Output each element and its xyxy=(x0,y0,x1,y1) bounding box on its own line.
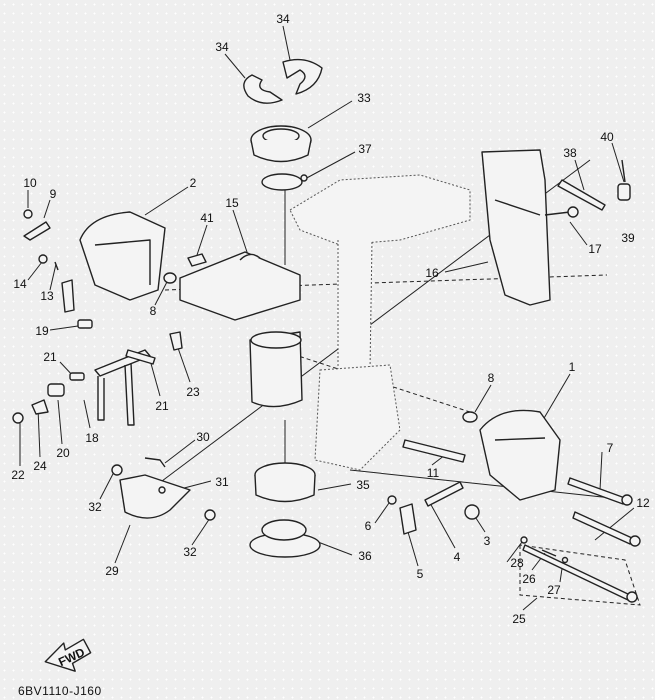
callout-8: 8 xyxy=(150,304,157,318)
leader-lines xyxy=(19,25,641,611)
callout-39: 39 xyxy=(621,231,635,245)
callout-34: 34 xyxy=(276,12,290,26)
callout-29: 29 xyxy=(105,564,119,578)
part-5-plate[interactable] xyxy=(399,503,417,535)
callout-40: 40 xyxy=(600,130,614,144)
part-32-nut-left[interactable] xyxy=(111,464,123,476)
part-35-lower-mount-rubber[interactable] xyxy=(254,462,316,503)
callout-26: 26 xyxy=(522,572,536,586)
callout-36: 36 xyxy=(358,549,372,563)
part-37-clamp-band[interactable] xyxy=(261,173,308,191)
part-8-washer-right[interactable] xyxy=(462,411,478,423)
callout-8: 8 xyxy=(488,371,495,385)
callout-10: 10 xyxy=(23,176,37,190)
callout-19: 19 xyxy=(35,324,49,338)
part-15-swivel-tube[interactable] xyxy=(179,251,301,321)
callout-13: 13 xyxy=(40,289,54,303)
callout-6: 6 xyxy=(365,519,372,533)
part-31-pin[interactable] xyxy=(158,486,166,494)
callout-22: 22 xyxy=(11,468,25,482)
part-9-bracket[interactable] xyxy=(23,221,51,241)
part-33-upper-mount-rubber[interactable] xyxy=(250,125,312,163)
part-32-bolt-right[interactable] xyxy=(204,509,216,521)
part-3-cap[interactable] xyxy=(464,504,480,520)
callout-16: 16 xyxy=(425,266,439,280)
part-12-bolt[interactable] xyxy=(572,511,641,547)
callout-labels: 34 34 33 37 10 9 2 15 41 14 13 8 19 21 2… xyxy=(11,12,650,626)
part-34-half-collar-right[interactable] xyxy=(282,58,323,95)
part-21-spring-left[interactable] xyxy=(69,372,85,381)
callout-24: 24 xyxy=(33,459,47,473)
part-40-pin[interactable] xyxy=(621,159,626,183)
part-20-holder[interactable] xyxy=(47,383,65,397)
part-23-clip[interactable] xyxy=(169,331,183,351)
part-27-pin[interactable] xyxy=(561,556,569,564)
part-8-washer-left[interactable] xyxy=(163,272,177,284)
fwd-arrow-icon: FWD xyxy=(44,638,92,672)
part-1-clamp-bracket[interactable] xyxy=(479,409,561,501)
callout-21: 21 xyxy=(43,350,57,364)
callout-15: 15 xyxy=(225,196,239,210)
part-25-tilt-rod[interactable] xyxy=(522,544,638,603)
part-2-swivel-bracket-upper[interactable] xyxy=(79,211,166,301)
callout-25: 25 xyxy=(512,612,526,626)
part-21-spring-right[interactable] xyxy=(125,349,156,365)
part-34-half-collar-left[interactable] xyxy=(243,74,283,104)
callout-37: 37 xyxy=(358,142,372,156)
part-14-nut[interactable] xyxy=(38,254,48,264)
callout-3: 3 xyxy=(484,534,491,548)
callout-30: 30 xyxy=(196,430,210,444)
part-13-pin[interactable] xyxy=(54,261,59,271)
callout-23: 23 xyxy=(186,385,200,399)
part-11-shaft[interactable] xyxy=(402,439,466,463)
callout-27: 27 xyxy=(547,583,561,597)
callout-33: 33 xyxy=(357,91,371,105)
part-41-label[interactable] xyxy=(187,253,207,267)
part-30-spring[interactable] xyxy=(144,457,166,468)
callout-12: 12 xyxy=(636,496,650,510)
part-29-bracket[interactable] xyxy=(119,474,191,519)
part-lever[interactable] xyxy=(61,279,75,313)
callout-31: 31 xyxy=(215,475,229,489)
callout-41: 41 xyxy=(200,211,214,225)
part-17-bolt[interactable] xyxy=(544,206,579,218)
callout-18: 18 xyxy=(85,431,99,445)
part-36-cover[interactable] xyxy=(249,519,321,558)
part-38-shaft[interactable] xyxy=(557,179,606,211)
callout-5: 5 xyxy=(417,567,424,581)
part-6-nut[interactable] xyxy=(387,495,397,505)
part-steering-housing[interactable] xyxy=(249,331,303,408)
part-19-bushing[interactable] xyxy=(77,319,93,329)
callout-1: 1 xyxy=(569,360,576,374)
callout-34: 34 xyxy=(215,40,229,54)
part-28-pin[interactable] xyxy=(520,536,528,544)
part-26-spring[interactable] xyxy=(541,549,557,557)
part-4-spring[interactable] xyxy=(424,481,464,507)
callout-14: 14 xyxy=(13,277,27,291)
engine-block-dashed xyxy=(289,174,471,471)
part-24-plate[interactable] xyxy=(31,399,49,415)
callout-4: 4 xyxy=(454,550,461,564)
callout-32: 32 xyxy=(88,500,102,514)
callout-35: 35 xyxy=(356,478,370,492)
callout-7: 7 xyxy=(607,441,614,455)
part-39-knob[interactable] xyxy=(617,183,631,201)
callout-21: 21 xyxy=(155,399,169,413)
part-22-screw[interactable] xyxy=(12,412,24,424)
part-7-bolt[interactable] xyxy=(567,477,633,506)
callout-17: 17 xyxy=(588,242,602,256)
callout-2: 2 xyxy=(190,176,197,190)
part-10-nut[interactable] xyxy=(23,209,33,219)
callout-38: 38 xyxy=(563,146,577,160)
callout-11: 11 xyxy=(427,466,440,480)
callout-28: 28 xyxy=(510,556,524,570)
callout-32: 32 xyxy=(183,545,197,559)
part-16-swivel-frame[interactable] xyxy=(481,149,551,306)
callout-9: 9 xyxy=(50,187,57,201)
diagram-code: 6BV1110-J160 xyxy=(18,684,102,698)
callout-20: 20 xyxy=(56,446,70,460)
